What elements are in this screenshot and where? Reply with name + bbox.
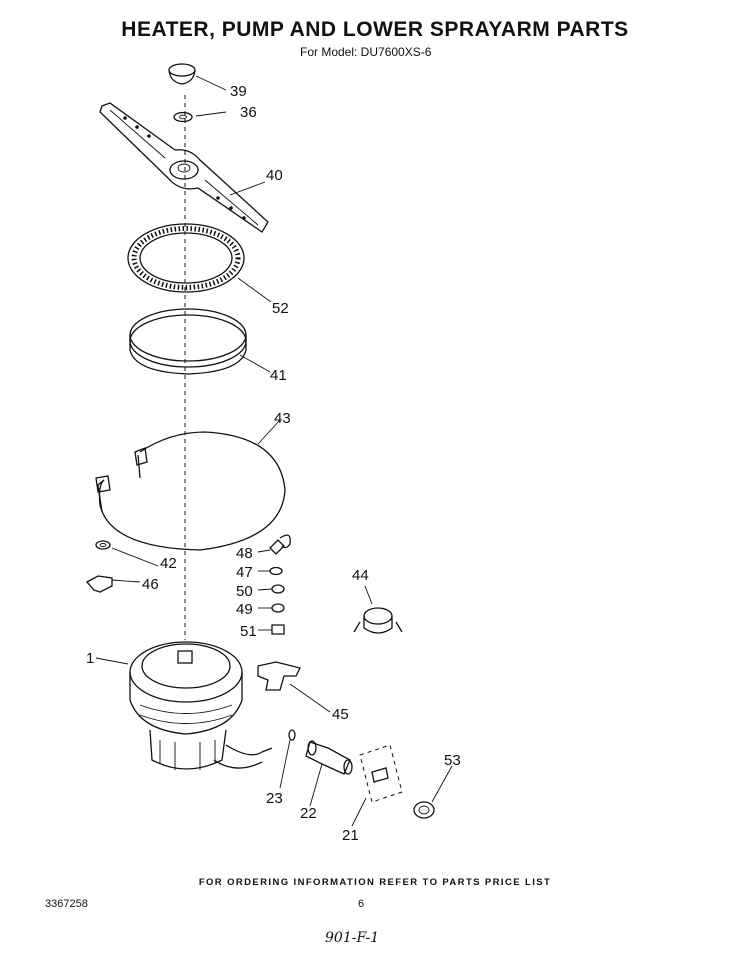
part-40-spray-arm: [99, 102, 269, 233]
part-52-filter-ring: [127, 223, 245, 293]
callout-leaders: [95, 75, 453, 827]
part-48-terminal: [269, 534, 291, 555]
callout-48: 48: [236, 545, 253, 562]
callout-22: 22: [300, 805, 317, 822]
part-53-cap: [413, 801, 435, 819]
callout-44: 44: [352, 567, 369, 584]
callout-41: 41: [270, 367, 287, 384]
part-39-cap: [168, 63, 196, 85]
part-21-plate: [359, 744, 403, 803]
callout-50: 50: [236, 583, 253, 600]
part-50-washer: [271, 584, 285, 594]
callout-51: 51: [240, 623, 257, 640]
part-45-bracket: [257, 661, 301, 691]
part-51-nut: [271, 624, 285, 635]
callout-49: 49: [236, 601, 253, 618]
part-23-o-ring: [288, 729, 296, 741]
callout-40: 40: [266, 167, 283, 184]
callout-53: 53: [444, 752, 461, 769]
document-number: 3367258: [45, 898, 88, 910]
handwritten-note: 901-F-1: [325, 930, 380, 946]
part-41-ring: [129, 308, 247, 375]
part-1-pump-motor: [129, 641, 273, 770]
part-22-valve: [305, 740, 353, 775]
callout-52: 52: [272, 300, 289, 317]
callout-46: 46: [142, 576, 159, 593]
callout-42: 42: [160, 555, 177, 572]
part-44-thermostat: [353, 607, 403, 634]
part-46-bracket: [85, 575, 113, 593]
callout-45: 45: [332, 706, 349, 723]
ordering-note: FOR ORDERING INFORMATION REFER TO PARTS …: [198, 877, 552, 888]
part-49-washer: [271, 603, 285, 613]
page-number: 6: [358, 898, 365, 910]
callout-1: 1: [86, 650, 94, 667]
part-43-heater-element: [95, 431, 286, 551]
part-47-washer: [269, 566, 283, 576]
callout-36: 36: [240, 104, 257, 121]
callout-labels: 39 36 40 52 41 43 42 46 48 47 50 49 51 4…: [86, 83, 461, 844]
model-subtitle: For Model: DU7600XS-6: [300, 45, 432, 59]
callout-21: 21: [342, 827, 359, 844]
part-36-washer: [173, 111, 193, 123]
page-title: HEATER, PUMP AND LOWER SPRAYARM PARTS: [121, 18, 629, 41]
callout-47: 47: [236, 564, 253, 581]
callout-43: 43: [274, 410, 291, 427]
callout-39: 39: [230, 83, 247, 100]
callout-23: 23: [266, 790, 283, 807]
part-42-grommet: [95, 540, 111, 550]
